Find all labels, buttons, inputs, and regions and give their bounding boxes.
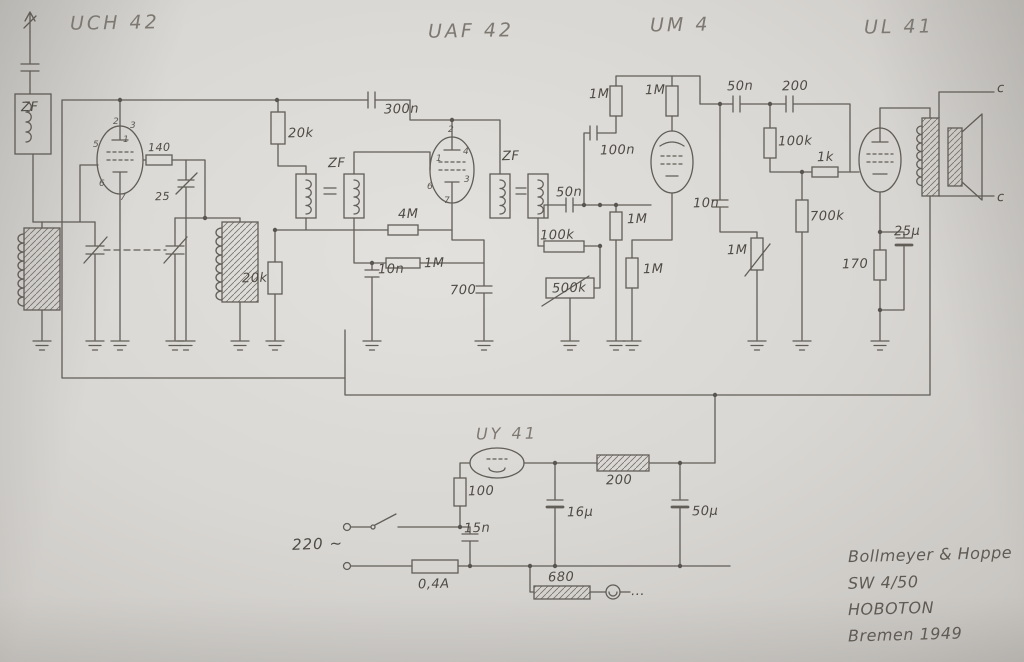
wiring-bus-left <box>61 99 411 379</box>
label-af-coupling-cap-b: 200 <box>781 78 809 95</box>
tube-uaf42 <box>429 119 501 341</box>
tube-um4 <box>583 75 701 341</box>
label-osc-grid-resistor: 20k <box>241 270 268 287</box>
pin-number: 6 <box>427 182 433 192</box>
label-trimmer: 25 <box>154 189 171 204</box>
label-if1: ZF <box>327 155 346 172</box>
pin-number: 7 <box>444 196 450 206</box>
pin-number: 3 <box>464 175 470 185</box>
pin-number: 1 <box>123 135 129 145</box>
tube-label-um4: UM 4 <box>649 13 711 37</box>
label-filter-resistor: 200 <box>605 472 633 489</box>
pin-number: 1 <box>436 154 442 164</box>
label-decoupling-cap: 300n <box>383 101 420 118</box>
pin-number: 2 <box>113 117 119 127</box>
label-antenna-coil: ZF <box>20 99 39 116</box>
note-place-year: Bremen 1949 <box>847 623 963 646</box>
label-eye-top-resistor-a: 1M <box>588 86 610 103</box>
tube-label-ul41: UL 41 <box>863 15 934 39</box>
label-eye-cathode-resistor: 1M <box>642 261 664 278</box>
label-speaker-terminal-bottom: c <box>996 189 1005 206</box>
label-heater-chain-dots: ... <box>630 583 646 600</box>
ground-symbols <box>32 340 890 351</box>
label-surge-resistor: 100 <box>467 483 495 500</box>
note-brand: HOBOTON <box>847 597 935 620</box>
label-stopper-resistor: 1k <box>816 149 835 166</box>
antenna-symbol <box>14 11 52 223</box>
pin-number: 7 <box>120 193 126 203</box>
label-eye-grid-resistor: 1M <box>626 211 648 228</box>
label-af-coupling-cap-a: 50n <box>726 78 754 95</box>
label-cathode-electrolytic: 25μ <box>893 223 921 240</box>
tube-label-uy41: UY 41 <box>475 423 539 444</box>
label-fuse: 0,4A <box>417 576 450 593</box>
if-transformer-1 <box>274 151 431 231</box>
tube-label-uch42: UCH 42 <box>69 11 160 35</box>
label-detector-cap: 50n <box>555 184 583 201</box>
label-if2: ZF <box>501 148 520 165</box>
label-mains-voltage: 220 ~ <box>291 534 344 554</box>
label-volume-pot: 500k <box>551 280 587 297</box>
if-transformer-2 <box>489 173 652 341</box>
junction-dots <box>117 97 883 569</box>
label-mains-cap: 15n <box>463 520 491 537</box>
label-cathode-cap: 700 <box>449 282 477 299</box>
pin-number: 5 <box>93 140 99 150</box>
label-eye-top-resistor-b: 1M <box>644 82 666 99</box>
pin-number: 4 <box>463 147 469 157</box>
label-filter-cap-b: 50μ <box>691 503 719 520</box>
label-heater-dropper: 680 <box>547 569 575 586</box>
avc-network <box>353 217 485 341</box>
note-model: SW 4/50 <box>847 572 919 593</box>
pin-number: 3 <box>130 121 136 131</box>
tube-uch42 <box>96 99 206 341</box>
supply-bus <box>344 377 931 464</box>
label-padder: 140 <box>147 140 171 155</box>
label-filter-cap-a: 16μ <box>566 504 594 521</box>
label-detector-resistor: 100k <box>539 227 575 244</box>
label-cathode-resistor: 170 <box>841 256 869 273</box>
label-screen-resistor: 20k <box>287 125 314 142</box>
anode-network <box>270 91 453 175</box>
output-transformer-speaker <box>916 91 995 396</box>
pin-number: 2 <box>448 125 454 135</box>
label-tone-cap: 10n <box>692 195 720 212</box>
label-eye-cap: 100n <box>599 142 636 159</box>
label-avc-resistor-b: 1M <box>423 255 445 272</box>
tube-label-uaf42: UAF 42 <box>427 19 515 43</box>
label-speaker-terminal-top: c <box>996 80 1005 97</box>
af-network <box>699 95 860 341</box>
label-avc-resistor-a: 4M <box>397 206 419 223</box>
tuning-circuits <box>17 164 283 341</box>
label-af-grid-resistor: 100k <box>777 133 813 150</box>
label-af-pot: 1M <box>726 242 748 259</box>
label-avc-cap: 10n <box>377 261 405 278</box>
power-supply <box>342 447 731 600</box>
label-grid-leak-resistor: 700k <box>809 208 845 225</box>
pin-number: 6 <box>99 179 105 189</box>
